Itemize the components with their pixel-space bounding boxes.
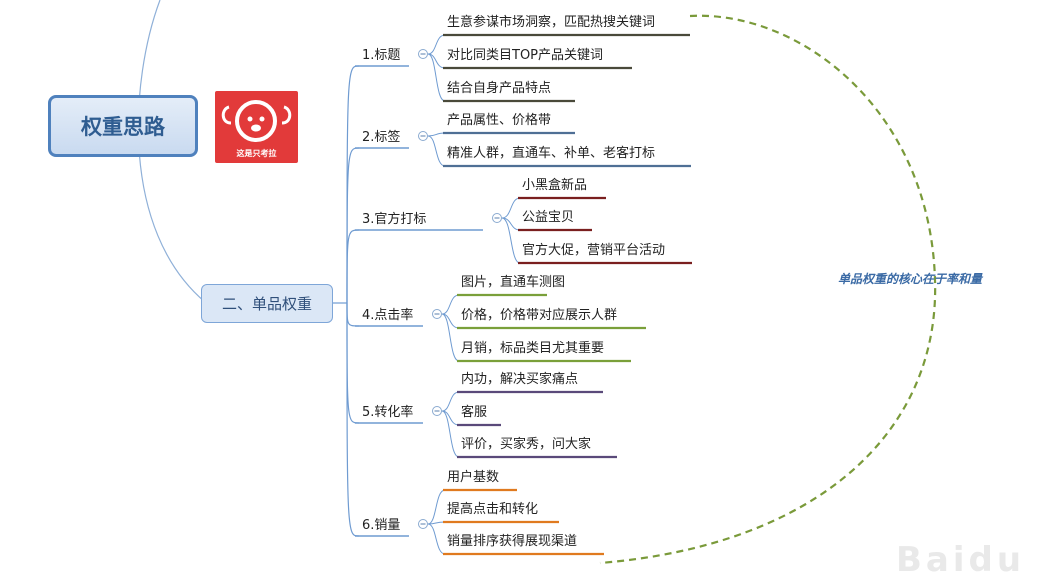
child-node-label[interactable]: 公益宝贝 xyxy=(522,210,574,225)
child-node-label[interactable]: 结合自身产品特点 xyxy=(447,80,551,96)
child-node-label[interactable]: 图片，直通车测图 xyxy=(461,274,565,290)
mindmap-canvas: 1.标题 生意参谋市场洞察，匹配热搜关键词对比同类目TOP产品关键词结合自身产品特… xyxy=(137,0,937,565)
branch-connector xyxy=(346,302,360,537)
koala-logo: 这是只考拉 xyxy=(215,91,298,163)
branch-label: 1.标题 xyxy=(362,48,400,63)
child-connector xyxy=(427,521,446,525)
main-node-label: 二、单品权重 xyxy=(221,295,312,313)
child-connector xyxy=(441,294,460,315)
collapse-toggle-icon[interactable] xyxy=(418,519,428,529)
branch-label: 5.转化率 xyxy=(362,404,413,420)
branch-layer: 1.标题 生意参谋市场洞察，匹配热搜关键词对比同类目TOP产品关键词结合自身产品特… xyxy=(346,14,692,556)
collapse-toggle-icon[interactable] xyxy=(418,49,428,59)
child-connector xyxy=(427,489,446,525)
child-node-label[interactable]: 销量排序获得展现渠道 xyxy=(447,533,577,549)
child-connector xyxy=(501,217,521,264)
logo-caption: 这是只考拉 xyxy=(236,149,277,158)
child-connector xyxy=(441,313,460,362)
child-connector xyxy=(427,53,446,102)
koala-logo-icon xyxy=(221,100,292,142)
collapse-toggle-icon[interactable] xyxy=(418,131,428,141)
root-node[interactable]: 权重思路 xyxy=(48,95,198,157)
child-connector xyxy=(427,135,446,167)
child-connector xyxy=(441,391,460,412)
collapse-toggle-icon[interactable] xyxy=(432,309,442,319)
branch-connector xyxy=(346,147,360,304)
branch-label: 4.点击率 xyxy=(362,307,413,323)
child-node-label[interactable]: 内功，解决买家痛点 xyxy=(461,371,578,387)
child-node-label[interactable]: 生意参谋市场洞察，匹配热搜关键词 xyxy=(447,14,655,30)
child-node-label[interactable]: 官方大促，营销平台活动 xyxy=(522,242,665,258)
main-node-single-product-weight[interactable]: 二、单品权重 xyxy=(201,284,333,323)
child-node-label[interactable]: 用户基数 xyxy=(447,469,499,485)
child-node-label[interactable]: 精准人群，直通车、补单、老客打标 xyxy=(447,145,655,161)
root-title: 权重思路 xyxy=(81,115,165,139)
child-node-label[interactable]: 产品属性、价格带 xyxy=(447,112,551,128)
collapse-toggle-icon[interactable] xyxy=(492,213,502,223)
branch-connector xyxy=(346,302,360,327)
child-connector xyxy=(427,34,446,55)
child-node-label[interactable]: 小黑盒新品 xyxy=(522,177,587,193)
branch-label: 6.销量 xyxy=(362,518,400,533)
watermark: Baidu xyxy=(896,540,1026,580)
child-connector xyxy=(427,523,446,555)
annotation-text: 单品权重的核心在于率和量 xyxy=(838,272,983,286)
child-node-label[interactable]: 评价，买家秀，问大家 xyxy=(461,436,591,452)
child-node-label[interactable]: 价格，价格带对应展示人群 xyxy=(461,307,617,323)
branch-connector xyxy=(346,229,360,304)
child-connector xyxy=(427,132,446,137)
branch-connector xyxy=(346,65,360,304)
branch-1[interactable]: 1.标题 生意参谋市场洞察，匹配热搜关键词对比同类目TOP产品关键词结合自身产品特… xyxy=(346,14,690,304)
collapse-toggle-icon[interactable] xyxy=(432,406,442,416)
child-node-label[interactable]: 对比同类目TOP产品关键词 xyxy=(447,48,603,63)
branch-label: 2.标签 xyxy=(362,129,400,145)
dashed-annotation-arc xyxy=(599,14,937,565)
branch-connector xyxy=(346,302,360,424)
child-node-label[interactable]: 提高点击和转化 xyxy=(447,501,538,517)
child-connector xyxy=(501,197,521,219)
child-connector xyxy=(441,410,460,458)
branch-label: 3.官方打标 xyxy=(362,211,426,227)
child-node-label[interactable]: 月销，标品类目尤其重要 xyxy=(461,340,604,356)
child-node-label[interactable]: 客服 xyxy=(461,404,487,420)
